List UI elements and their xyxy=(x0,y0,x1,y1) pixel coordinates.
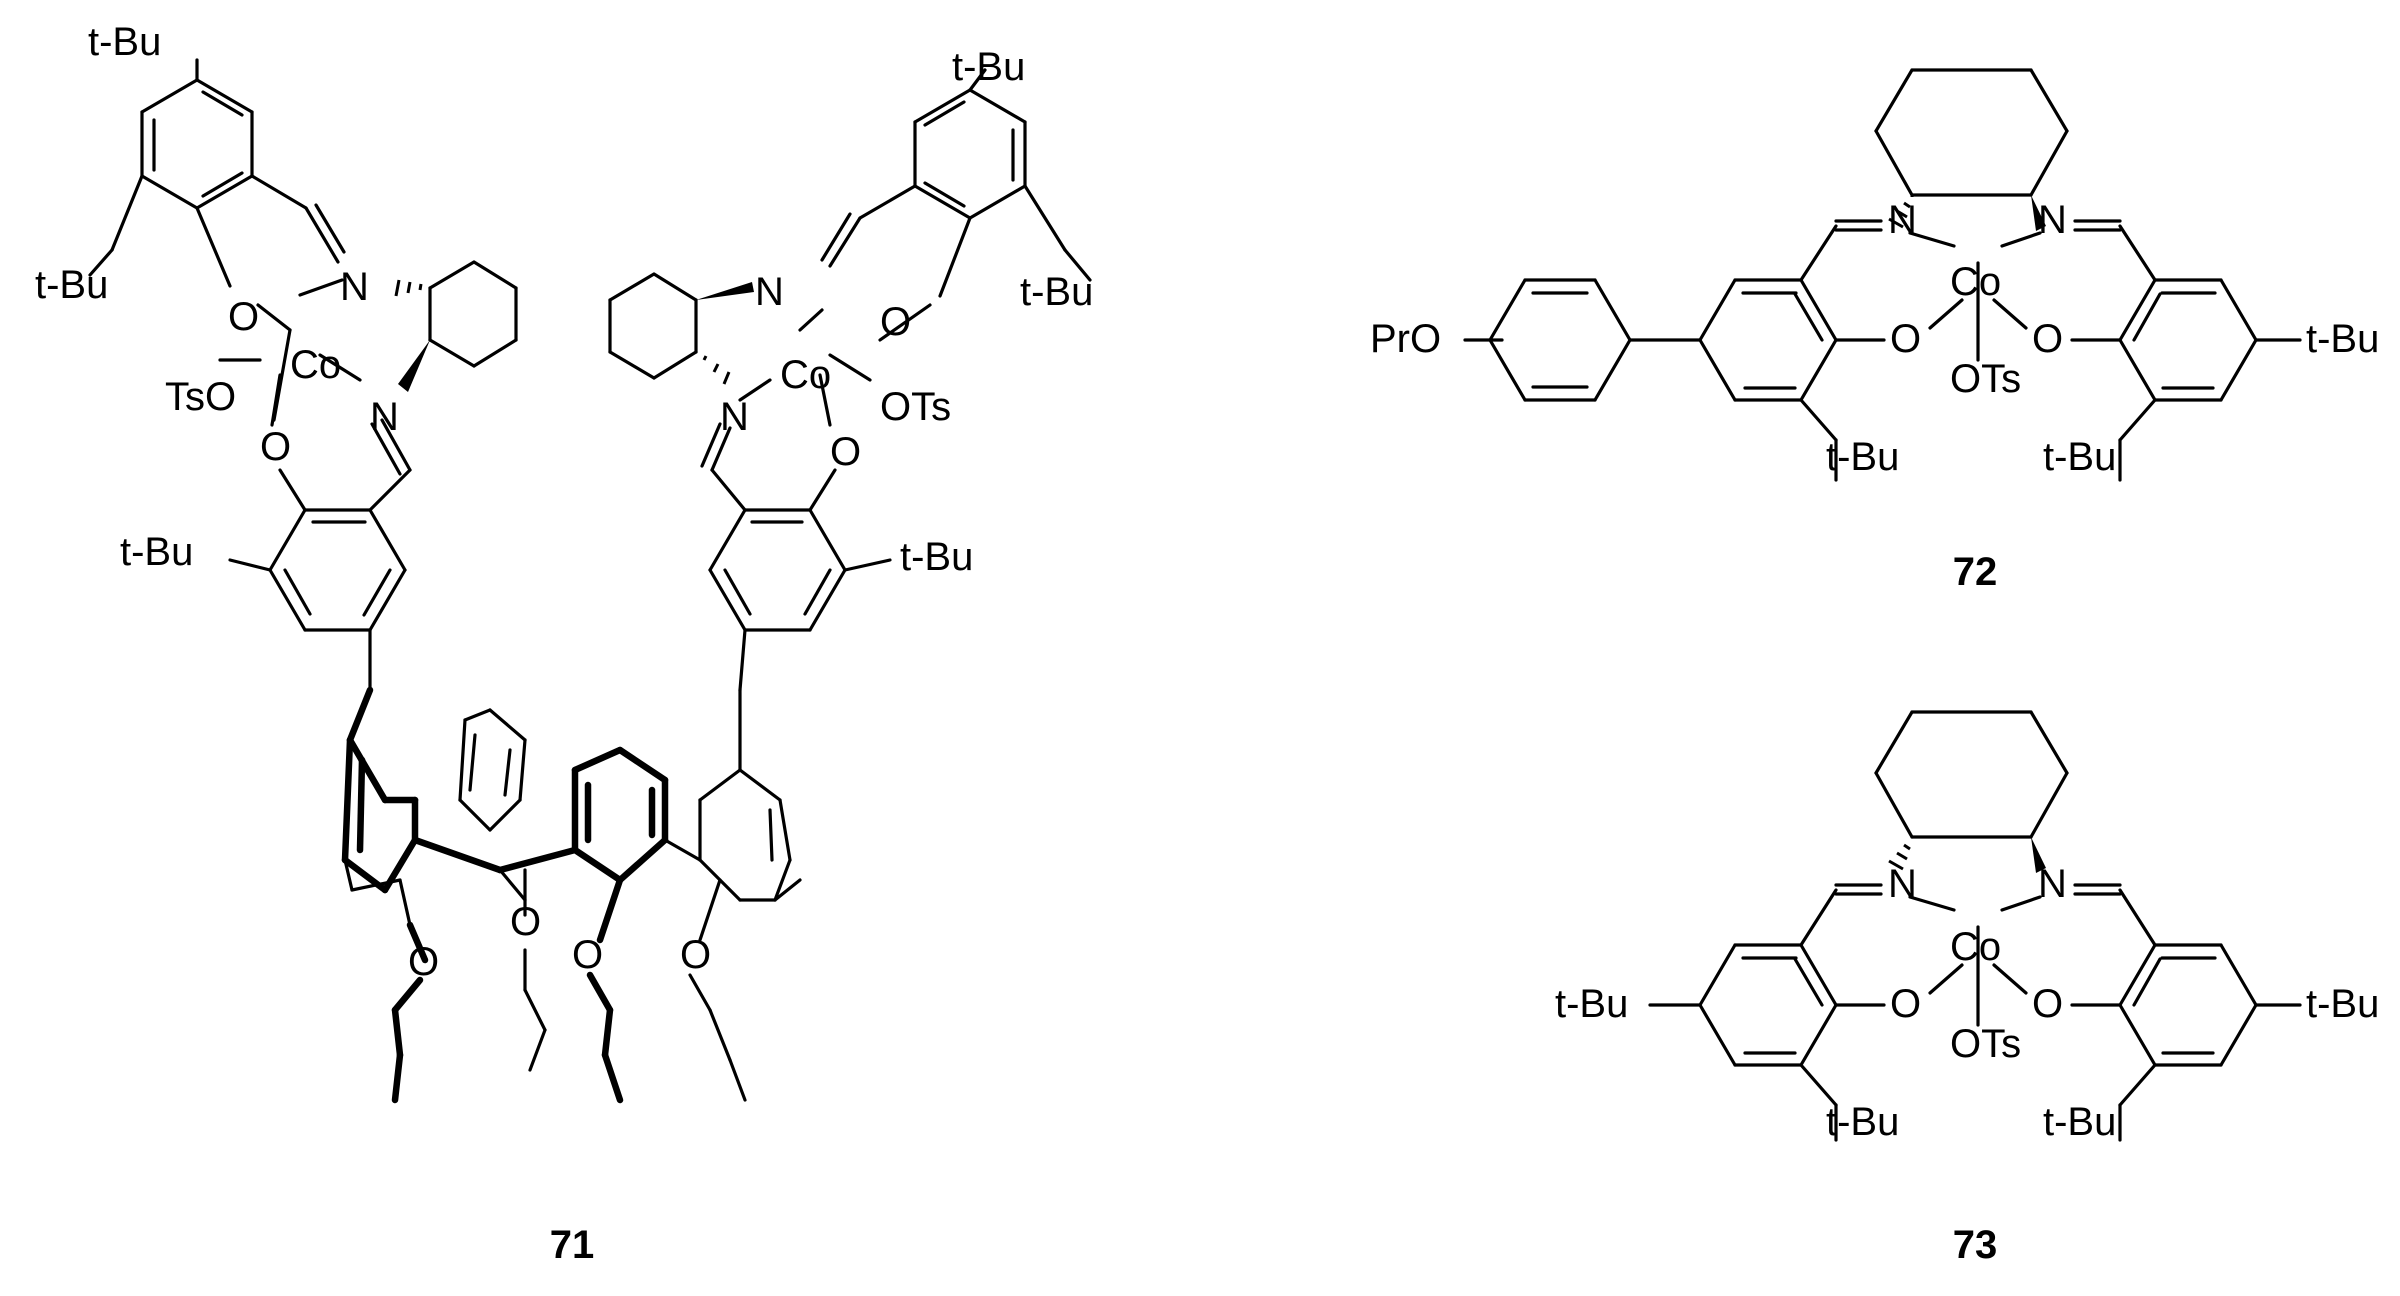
atom-label: O xyxy=(572,933,603,977)
atom-label: O xyxy=(1890,982,1921,1026)
atom-label: Co xyxy=(290,343,341,387)
wedge-bond xyxy=(398,340,430,392)
atom-label: N xyxy=(755,270,784,314)
atom-label: O xyxy=(2032,317,2063,361)
atom-label: t-Bu xyxy=(35,263,108,307)
atom-label: t-Bu xyxy=(2306,317,2379,361)
atom-label: t-Bu xyxy=(2043,1100,2116,1144)
compound-72-structure xyxy=(1463,68,2302,482)
atom-label: t-Bu xyxy=(952,45,1025,89)
atom-label: OTs xyxy=(1950,357,2021,401)
atom-label: O xyxy=(2032,982,2063,1026)
atom-label: N xyxy=(2038,198,2067,242)
compound-71-structure xyxy=(88,58,1092,1104)
atom-label: PrO xyxy=(1370,317,1441,361)
atom-label: O xyxy=(260,425,291,469)
compound-label: 72 xyxy=(1953,550,1998,594)
hash-bond xyxy=(394,279,423,297)
wedge-bond xyxy=(2031,195,2046,231)
atom-label: N xyxy=(720,395,749,439)
compound-71-atom-labels: t-Bu t-Bu t-Bu t-Bu t-Bu t-Bu Co Co TsO … xyxy=(35,20,1093,984)
hash-bond xyxy=(1888,195,1914,229)
atom-label: N xyxy=(1888,198,1917,242)
compound-label: 73 xyxy=(1953,1223,1998,1267)
compound-73-atom-labels: t-Bu t-Bu N N Co O O OTs t-Bu t-Bu xyxy=(1555,862,2379,1144)
atom-label: N xyxy=(2038,862,2067,906)
atom-label: O xyxy=(408,940,439,984)
wedge-bond xyxy=(2031,837,2046,873)
atom-label: O xyxy=(228,295,259,339)
atom-label: t-Bu xyxy=(1826,1100,1899,1144)
atom-label: N xyxy=(340,265,369,309)
compound-label: 71 xyxy=(550,1223,595,1267)
atom-label: O xyxy=(1890,317,1921,361)
atom-label: Co xyxy=(1950,260,2001,304)
atom-label: Co xyxy=(780,353,831,397)
atom-label: TsO xyxy=(165,375,236,419)
atom-label: t-Bu xyxy=(120,530,193,574)
wedge-bond xyxy=(696,282,754,300)
atom-label: t-Bu xyxy=(2043,435,2116,479)
compound-73-structure xyxy=(1648,710,2302,1142)
compound-72-atom-labels: PrO N N Co O O OTs t-Bu t-Bu t-Bu xyxy=(1370,198,2379,479)
atom-label: OTs xyxy=(880,385,951,429)
atom-label: O xyxy=(510,900,541,944)
hash-bond xyxy=(702,355,731,385)
atom-label: OTs xyxy=(1950,1022,2021,1066)
hash-bond xyxy=(1888,843,1911,871)
atom-label: O xyxy=(680,933,711,977)
atom-label: t-Bu xyxy=(1020,270,1093,314)
atom-label: t-Bu xyxy=(88,20,161,64)
atom-label: O xyxy=(830,430,861,474)
atom-label: t-Bu xyxy=(1826,435,1899,479)
atom-label: N xyxy=(1888,862,1917,906)
atom-label: Co xyxy=(1950,925,2001,969)
atom-label: t-Bu xyxy=(900,535,973,579)
atom-label: t-Bu xyxy=(2306,982,2379,1026)
atom-label: t-Bu xyxy=(1555,982,1628,1026)
atom-label: N xyxy=(370,395,399,439)
atom-label: O xyxy=(880,300,911,344)
